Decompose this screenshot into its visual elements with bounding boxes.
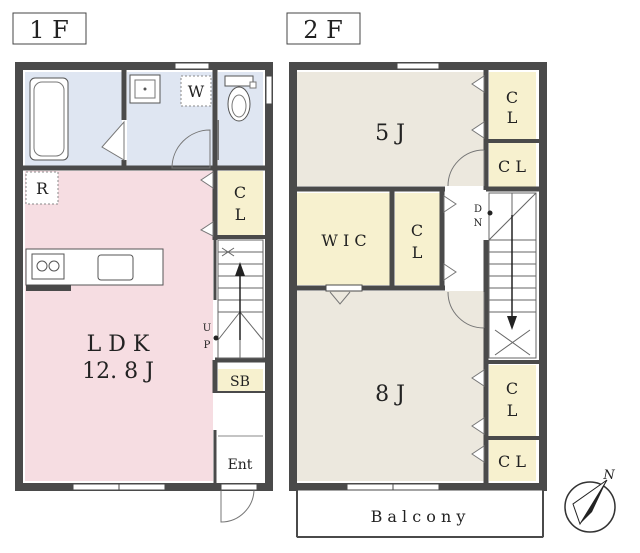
ldk-size: 12. 8 J bbox=[82, 359, 154, 384]
closet-2f-top2-label: C L bbox=[498, 157, 526, 176]
entrance-area bbox=[218, 393, 263, 481]
door-bathroom bbox=[101, 120, 125, 161]
closet-2f-mid-area bbox=[395, 193, 440, 285]
room-8j-label: 8 J bbox=[375, 382, 405, 407]
toilet bbox=[224, 75, 254, 87]
ldk-label: L D K bbox=[87, 332, 150, 357]
door-5j bbox=[447, 149, 485, 187]
floor-label-box-1f bbox=[12, 12, 87, 45]
closet-2f-top2-area bbox=[489, 143, 536, 187]
door-closet bbox=[200, 171, 214, 189]
first-floor: W R C L bbox=[15, 62, 273, 523]
window bbox=[174, 62, 210, 70]
wic-label: W I C bbox=[321, 231, 366, 250]
washing-machine-space bbox=[180, 75, 212, 107]
closet-2f-top-l: L bbox=[507, 108, 518, 127]
entrance-label: Ent bbox=[228, 457, 253, 473]
door-8j bbox=[447, 291, 485, 329]
staircase-2f bbox=[488, 192, 537, 359]
room-8j-area bbox=[297, 291, 484, 481]
closet-2f-bot-l: L bbox=[507, 401, 518, 420]
kitchen-sink bbox=[97, 254, 134, 281]
compass: N bbox=[564, 468, 616, 533]
dn-label-d: D bbox=[474, 204, 482, 215]
closet-2f-bot-c: C bbox=[506, 379, 518, 398]
compass-north-label: N bbox=[602, 468, 615, 483]
floor-label-box-2f bbox=[286, 12, 361, 45]
window bbox=[325, 284, 363, 292]
closet-2f-mid-c: C bbox=[411, 221, 423, 240]
room-5j-label: 5 J bbox=[375, 121, 405, 146]
dn-label-n: N bbox=[474, 218, 483, 229]
closet-1f-area bbox=[218, 171, 263, 237]
up-label-u: U bbox=[203, 323, 211, 334]
floor-label-2f: 2 F bbox=[303, 16, 343, 44]
refrigerator-space bbox=[25, 171, 59, 205]
balcony-label: B a l c o n y bbox=[371, 507, 466, 526]
shoebox-area bbox=[218, 369, 263, 391]
shoebox-label: SB bbox=[230, 374, 250, 390]
closet-1f-label-l: L bbox=[235, 205, 246, 224]
closet-2f-top-area bbox=[489, 72, 536, 140]
closet-2f-mid-l: L bbox=[412, 243, 423, 262]
refrigerator-label: R bbox=[36, 179, 49, 198]
window bbox=[265, 75, 273, 105]
door-closet-mid bbox=[443, 195, 457, 213]
balcony bbox=[296, 489, 544, 538]
closet-2f-top-c: C bbox=[506, 88, 518, 107]
second-floor: D N 5 J C L C L W I C C L 8 J C L C L B … bbox=[289, 62, 547, 538]
closet-2f-bot2-area bbox=[489, 440, 536, 481]
window bbox=[396, 62, 440, 70]
floor-label-1f: 1 F bbox=[29, 16, 69, 44]
door-wic bbox=[329, 291, 351, 305]
wic-area bbox=[297, 193, 390, 285]
staircase-1f bbox=[213, 239, 264, 359]
door-closet bbox=[471, 75, 485, 93]
up-label-p: P bbox=[204, 340, 211, 351]
closet-2f-bot-area bbox=[489, 365, 536, 437]
closet-2f-bot2-label: C L bbox=[498, 452, 526, 471]
entrance-door bbox=[220, 488, 255, 523]
ldk-area bbox=[25, 171, 213, 481]
washroom-w-label: W bbox=[188, 82, 205, 101]
closet-1f-label-c: C bbox=[234, 183, 246, 202]
